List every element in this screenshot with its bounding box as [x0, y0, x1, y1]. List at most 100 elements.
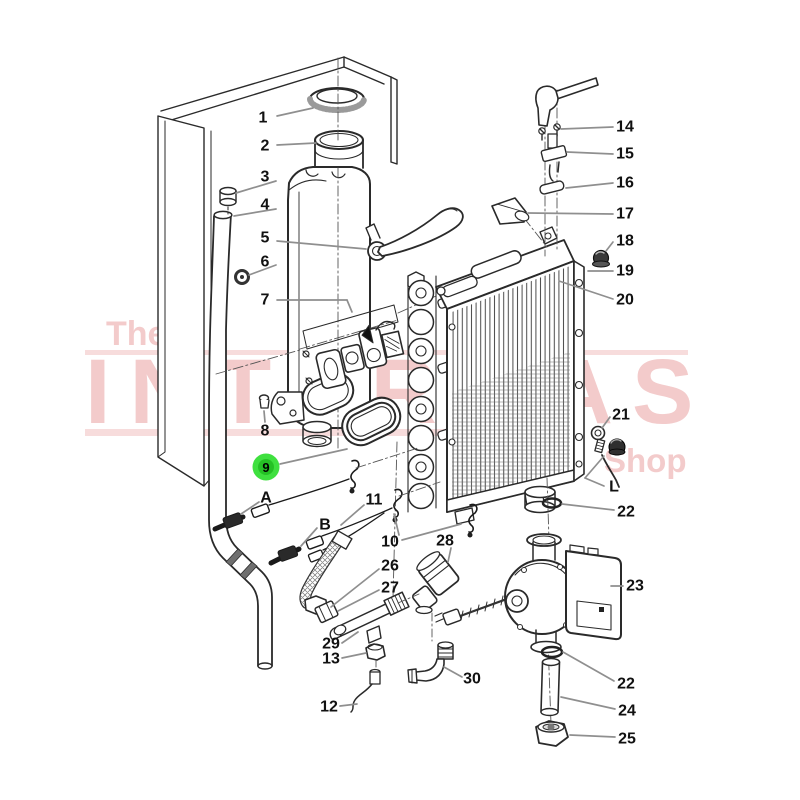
callout-number: 21: [612, 407, 630, 424]
callout-20: 20: [558, 280, 634, 309]
callout-26: 26: [330, 558, 399, 608]
electrode: [540, 133, 568, 182]
callout-number: 4: [261, 197, 270, 214]
grommet: [234, 269, 250, 285]
callout-number: 27: [381, 580, 399, 597]
leader-line: [263, 410, 266, 423]
pump-motor-box: [565, 544, 622, 641]
electrode-screws: [538, 123, 561, 141]
o-ring-bottom: [540, 645, 564, 659]
leader-line: [569, 734, 616, 738]
leader-line: [443, 666, 463, 678]
electrode-gasket: [539, 180, 565, 195]
callout-19: 19: [587, 263, 634, 280]
callout-number: 13: [322, 651, 340, 668]
leader-line: [566, 151, 614, 155]
callout-21: 21: [601, 407, 630, 429]
callout-25: 25: [569, 731, 636, 748]
leader-line: [339, 703, 358, 707]
dark-nut-icon: [608, 438, 626, 456]
callout-2: 2: [261, 138, 317, 155]
filling-plug: [219, 186, 237, 215]
bleed-valve-group: [590, 425, 626, 488]
leader-line: [330, 568, 380, 608]
wall-corner: [157, 56, 398, 487]
callout-23: 23: [610, 578, 644, 595]
leader-line: [605, 241, 614, 252]
leader-line: [233, 208, 277, 217]
callout-6: 6: [248, 254, 277, 276]
hose-group: [299, 530, 460, 713]
leader-line: [561, 503, 615, 511]
callout-number: 11: [366, 492, 383, 509]
watermark-bar-bottom: [85, 429, 485, 436]
leader-line: [276, 240, 367, 250]
leader-line: [341, 652, 367, 659]
callout-B: B: [300, 517, 331, 547]
callout-9: 9: [252, 448, 348, 481]
callout-8: 8: [261, 410, 270, 440]
leader-line: [240, 501, 260, 515]
callout-number: 10: [381, 534, 399, 551]
callout-3: 3: [235, 169, 277, 194]
callout-number: 24: [618, 703, 636, 720]
callout-22: 22: [562, 651, 635, 693]
sight-glass-assembly: [215, 295, 437, 390]
callout-16: 16: [565, 175, 634, 192]
callout-number: 7: [261, 292, 270, 309]
callout-15: 15: [566, 146, 634, 163]
callout-13: 13: [322, 651, 367, 668]
callout-1: 1: [259, 107, 314, 127]
callout-number: 25: [618, 731, 636, 748]
callout-number: 20: [616, 292, 634, 309]
callout-number: 5: [261, 230, 270, 247]
leader-line: [558, 280, 614, 300]
pump-group: [434, 477, 622, 747]
leader-line: [401, 523, 462, 541]
callout-number: 28: [436, 533, 454, 550]
callout-layer: 123456789AB11102627282913123014151617181…: [233, 107, 644, 748]
highlight-badge-inner: [258, 459, 274, 475]
callout-18: 18: [605, 233, 634, 252]
callout-A: A: [240, 490, 272, 515]
callout-number: 18: [616, 233, 634, 250]
elbow-30: [407, 641, 454, 684]
leader-line: [340, 504, 365, 526]
leader-line: [393, 513, 400, 536]
boiler-cover: [258, 57, 371, 451]
callout-number: 22: [617, 504, 635, 521]
screw-icon: [302, 350, 313, 385]
callout-number: B: [319, 517, 331, 534]
leader-line: [447, 547, 452, 563]
nut-part-18: [592, 249, 610, 268]
callout-number: 16: [616, 175, 634, 192]
callout-number: 23: [626, 578, 644, 595]
callout-11: 11: [340, 492, 383, 526]
leader-line: [527, 212, 614, 215]
callout-12: 12: [320, 699, 358, 716]
callout-number: 3: [261, 169, 270, 186]
callout-5: 5: [261, 230, 367, 250]
callout-number: A: [260, 490, 272, 507]
leader-line: [601, 416, 611, 429]
callout-10: 10: [381, 513, 462, 551]
handle: [365, 207, 464, 261]
callout-number: 9: [262, 460, 269, 475]
callout-24: 24: [560, 696, 636, 720]
callout-29: 29: [322, 631, 359, 653]
callout-number: L: [609, 479, 619, 496]
leader-line: [276, 142, 317, 146]
callout-number: 19: [616, 263, 634, 280]
heat-exchanger: [435, 226, 585, 525]
callout-number: 1: [259, 110, 268, 127]
callout-30: 30: [443, 666, 481, 688]
leader-line: [565, 182, 614, 189]
plug-part-8: [258, 394, 270, 409]
callout-number: 15: [616, 146, 634, 163]
callout-number: 2: [261, 138, 270, 155]
sensor-12: [350, 660, 381, 713]
ignition-cable: [553, 77, 599, 100]
callout-22: 22: [561, 503, 635, 521]
callout-17: 17: [527, 206, 634, 223]
callout-28: 28: [436, 533, 454, 563]
